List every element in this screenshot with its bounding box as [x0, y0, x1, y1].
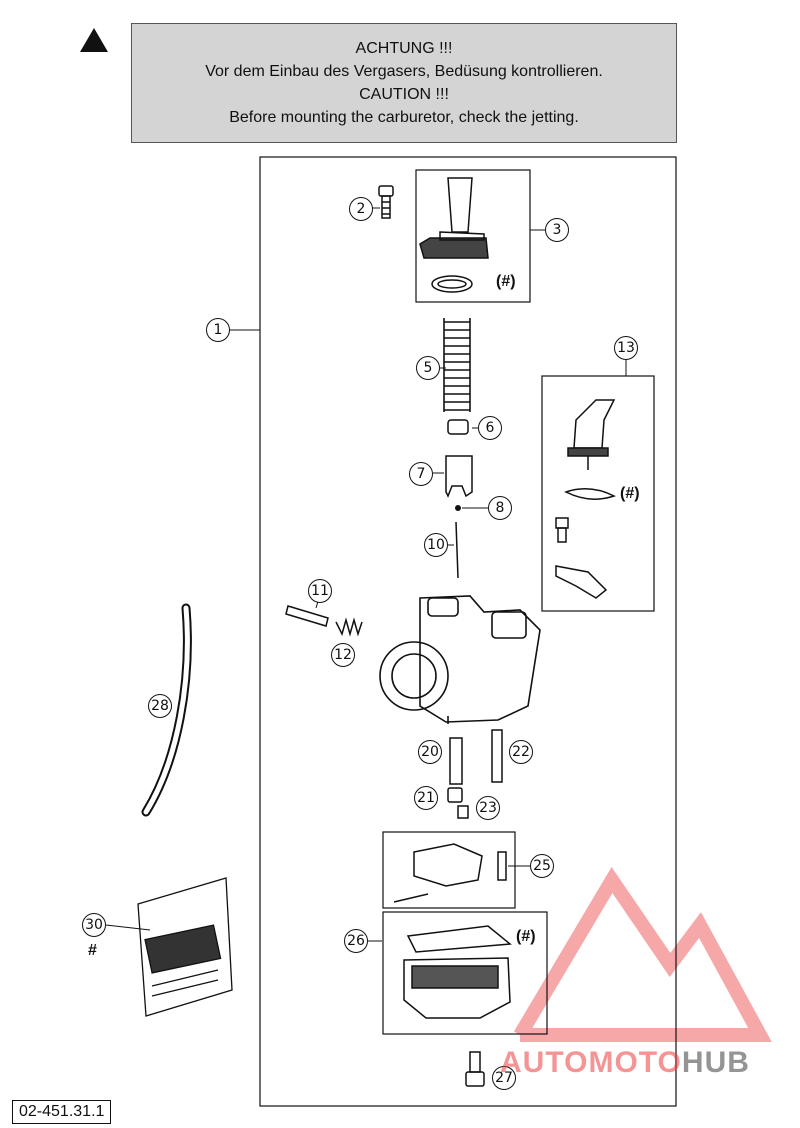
part-jet-23 — [457, 805, 469, 819]
part-spring-12 — [335, 617, 363, 637]
callout-12: 12 — [331, 643, 355, 667]
watermark-text-part2: HUB — [681, 1046, 750, 1079]
hash-label-13: (#) — [620, 485, 640, 502]
warning-banner: ACHTUNG !!! Vor dem Einbau des Vergasers… — [131, 23, 677, 143]
callout-1: 1 — [206, 318, 230, 342]
warning-line-en-title: CAUTION !!! — [359, 86, 449, 103]
callout-5: 5 — [416, 356, 440, 380]
part-carburetor-body — [379, 595, 541, 724]
part-spring-5 — [443, 318, 471, 412]
part-retainer-6 — [447, 419, 469, 435]
warning-triangle-icon — [80, 28, 108, 52]
callout-20: 20 — [418, 740, 442, 764]
watermark-text-part1: AUTOMOTO — [500, 1046, 682, 1079]
callout-8: 8 — [488, 496, 512, 520]
warning-line-de-text: Vor dem Einbau des Vergasers, Bedüsung k… — [205, 63, 603, 80]
part-jet-20 — [449, 737, 463, 785]
part-float-box-25 — [382, 831, 516, 909]
part-screw-2 — [378, 185, 394, 219]
callout-26: 26 — [344, 929, 368, 953]
part-screw-27 — [465, 1051, 485, 1087]
watermark-text: AUTOMOTOHUB — [500, 1046, 750, 1080]
callout-10: 10 — [424, 533, 448, 557]
callout-13: 13 — [614, 336, 638, 360]
callout-11: 11 — [308, 579, 332, 603]
callout-6: 6 — [478, 416, 502, 440]
hash-label-26: (#) — [516, 928, 536, 945]
warning-line-en-text: Before mounting the carburetor, check th… — [229, 109, 579, 126]
warning-line-de-title: ACHTUNG !!! — [355, 40, 453, 57]
callout-28: 28 — [148, 694, 172, 718]
watermark-logo — [513, 866, 772, 1042]
part-cover-box-3 — [415, 169, 531, 303]
callout-30: 30 — [82, 913, 106, 937]
part-kit-box-13 — [541, 375, 655, 612]
callout-27: 27 — [492, 1066, 516, 1090]
callout-2: 2 — [349, 197, 373, 221]
part-float-bowl-26 — [403, 925, 512, 1019]
callout-3: 3 — [545, 218, 569, 242]
callout-21: 21 — [414, 786, 438, 810]
hash-label-30: # — [88, 942, 97, 959]
part-idle-screw-11 — [285, 605, 329, 627]
part-slide-7 — [445, 455, 473, 498]
part-jet-22 — [491, 729, 503, 783]
part-jet-21 — [447, 787, 463, 803]
callout-22: 22 — [509, 740, 533, 764]
hash-label-3: (#) — [496, 273, 516, 290]
drawing-code: 02-451.31.1 — [12, 1100, 112, 1124]
part-choke-13 — [555, 399, 616, 599]
part-float-25 — [393, 843, 507, 903]
callout-23: 23 — [476, 796, 500, 820]
leader-lines — [105, 207, 627, 942]
callout-25: 25 — [530, 854, 554, 878]
part-clip-8 — [455, 505, 461, 511]
part-cover-3 — [419, 177, 489, 293]
part-needle-10 — [455, 521, 459, 579]
part-float-bowl-box-26 — [382, 911, 548, 1035]
carburetor-assembly-frame — [259, 156, 677, 1107]
part-jet-kit-bag-30 — [137, 877, 233, 1017]
callout-7: 7 — [409, 462, 433, 486]
